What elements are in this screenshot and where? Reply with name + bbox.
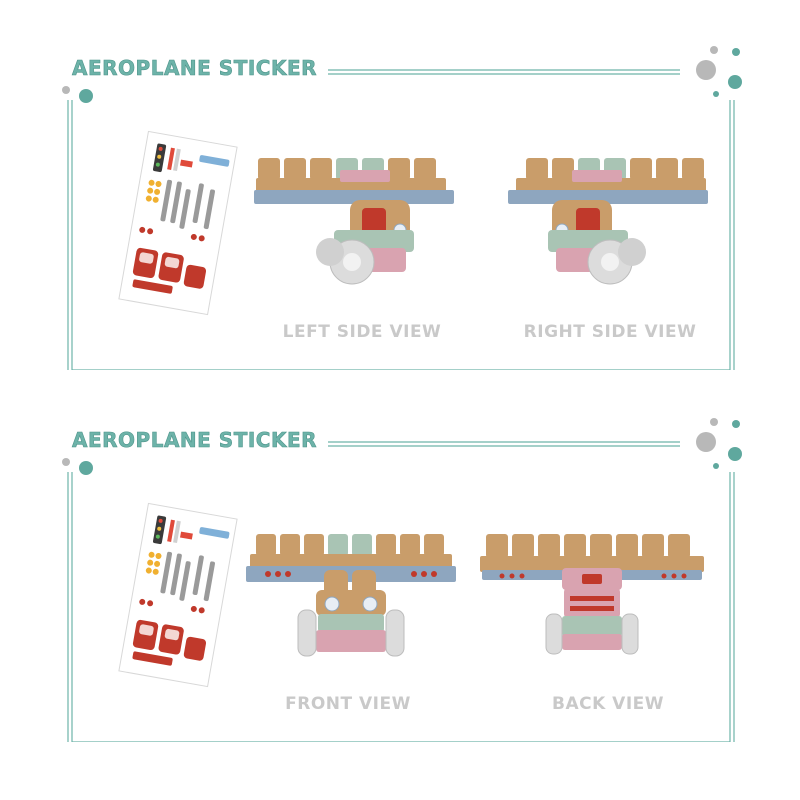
decorative-dots-right bbox=[696, 418, 742, 469]
right-side-view-image bbox=[508, 158, 708, 285]
decorative-dots-right bbox=[696, 46, 742, 97]
view-label-back: BACK VIEW bbox=[551, 694, 665, 714]
section-frame bbox=[62, 418, 742, 742]
front-view-image bbox=[246, 534, 456, 657]
section-frame bbox=[62, 46, 742, 370]
view-label-left-side: LEFT SIDE VIEW bbox=[282, 322, 442, 342]
left-side-view-image bbox=[254, 158, 454, 285]
sticker-sheet-image bbox=[118, 130, 238, 316]
sticker-sheet-image bbox=[118, 502, 238, 688]
sticker-section-top: AEROPLANE STICKER bbox=[0, 0, 800, 370]
section-title: AEROPLANE STICKER bbox=[72, 56, 318, 81]
back-view-image bbox=[480, 534, 704, 655]
section-title: AEROPLANE STICKER bbox=[72, 428, 318, 453]
view-label-right-side: RIGHT SIDE VIEW bbox=[523, 322, 697, 342]
decorative-dots-left bbox=[62, 86, 93, 103]
sticker-section-bottom: AEROPLANE STICKER bbox=[0, 372, 800, 742]
decorative-dots-left bbox=[62, 458, 93, 475]
view-label-front: FRONT VIEW bbox=[285, 694, 411, 714]
